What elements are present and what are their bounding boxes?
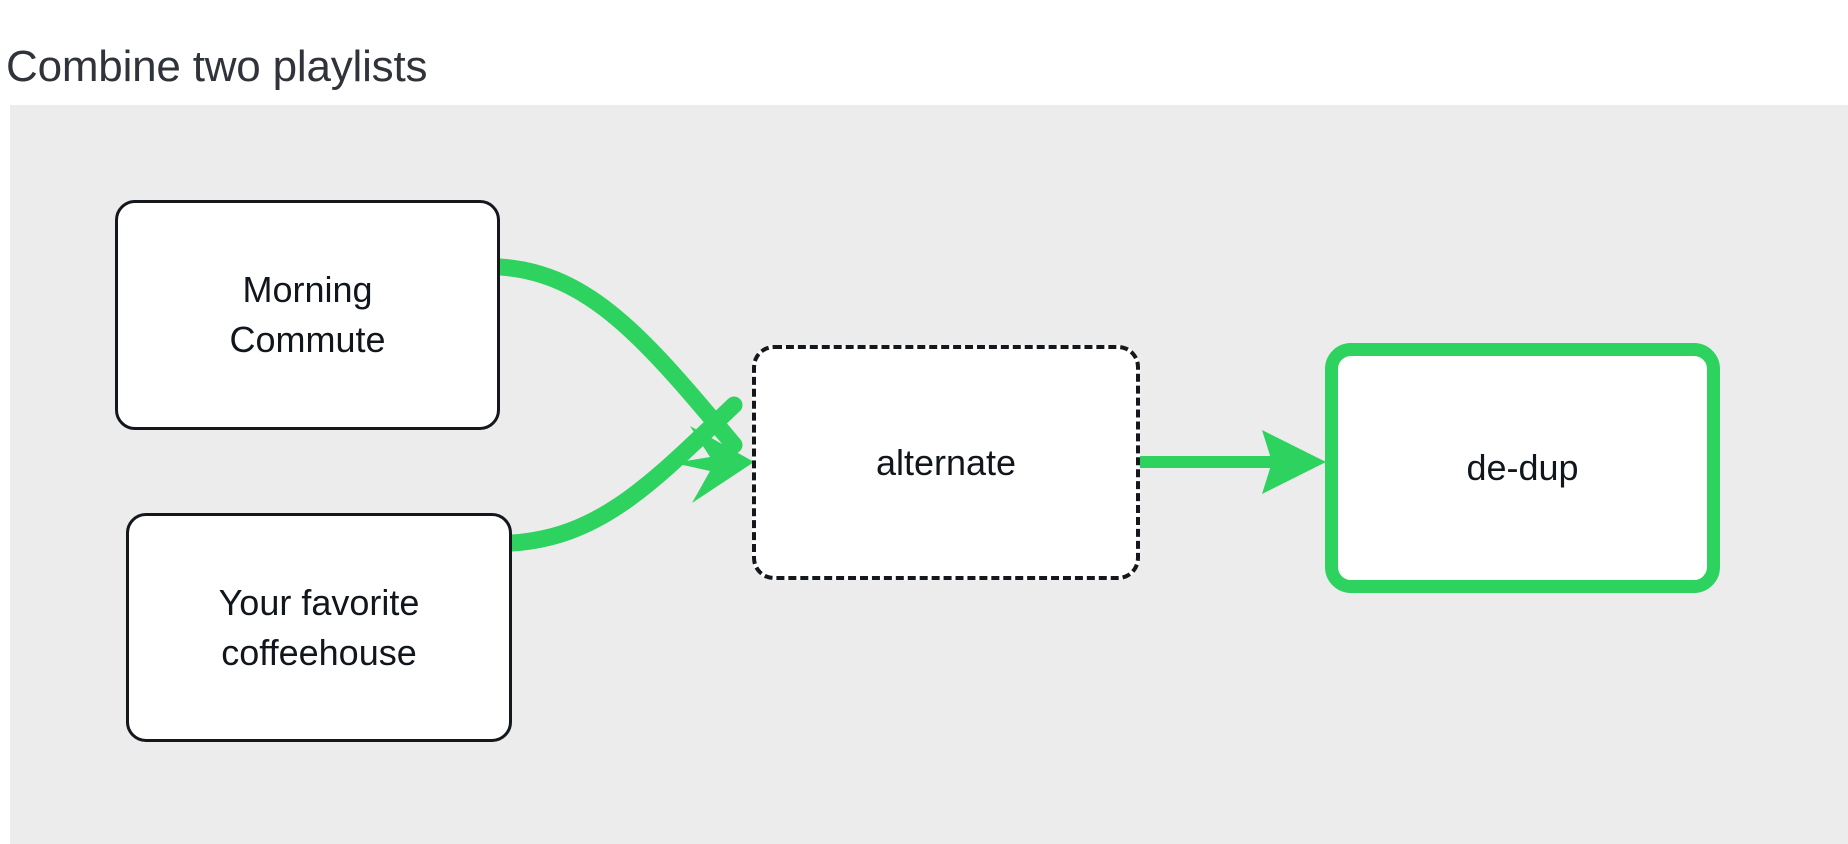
arrowhead-shape <box>674 426 754 503</box>
node-alternate[interactable]: alternate <box>752 345 1140 580</box>
node-morning-commute[interactable]: Morning Commute <box>115 200 500 430</box>
arrowhead-into-alternate <box>674 426 754 503</box>
node-coffeehouse[interactable]: Your favorite coffeehouse <box>126 513 512 742</box>
edge-line <box>491 258 743 454</box>
node-dedup[interactable]: de-dup <box>1325 343 1720 593</box>
connector-layer <box>491 258 1326 552</box>
edge-alternate-to-dedup <box>1140 430 1326 494</box>
node-alternate-label: alternate <box>875 441 1017 483</box>
node-morning-commute-label: Morning Commute <box>229 269 386 360</box>
node-coffeehouse-label: Your favorite coffeehouse <box>218 581 420 673</box>
arrowhead-shape <box>1262 430 1326 494</box>
edge-morning-commute-to-alternate <box>491 258 743 454</box>
edge-line <box>503 396 743 552</box>
edge-coffeehouse-to-alternate <box>503 396 743 552</box>
page-title: Combine two playlists <box>6 42 428 92</box>
node-dedup-label: de-dup <box>1466 447 1579 488</box>
diagram-canvas: Morning Commute Your favorite coffeehous… <box>10 105 1848 844</box>
